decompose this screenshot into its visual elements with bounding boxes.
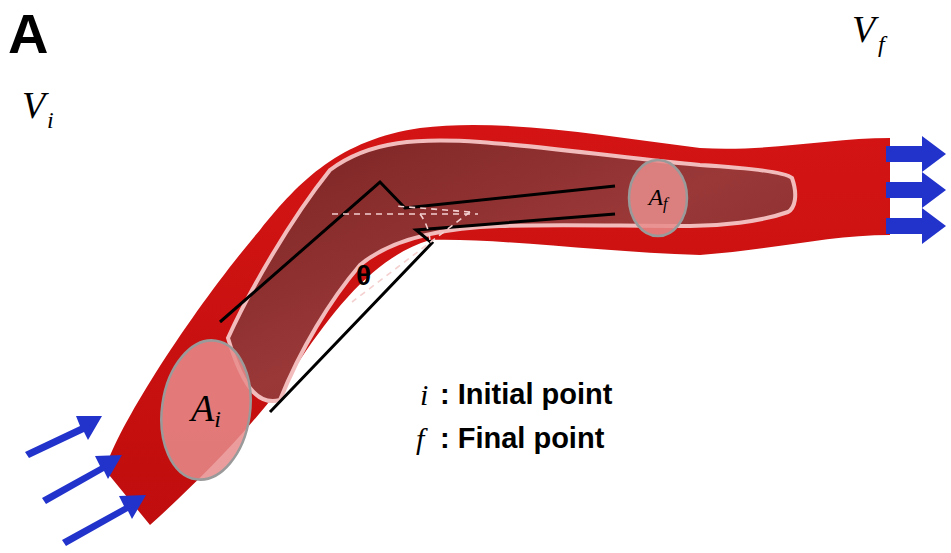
plaque — [228, 140, 795, 401]
area-letter: A — [191, 387, 214, 429]
vessel-wall — [105, 125, 890, 525]
velocity-subscript: i — [47, 108, 54, 132]
flow-arrows-out — [886, 136, 946, 244]
legend-note: : Initial point — [440, 380, 612, 409]
area-subscript: f — [663, 195, 667, 212]
legend-note: : Final point — [440, 424, 604, 453]
flow-outline — [220, 182, 615, 322]
velocity-symbol: V — [22, 86, 45, 124]
area-letter: A — [648, 184, 663, 210]
angle-lines — [332, 206, 478, 302]
legend-symbol: f — [416, 424, 424, 454]
flow-arrows-in — [25, 416, 146, 546]
velocity-subscript: f — [878, 32, 885, 56]
angle-symbol: θ — [356, 262, 371, 290]
velocity-symbol: V — [852, 10, 875, 48]
cross-section-final: Af — [627, 158, 689, 238]
legend-symbol: i — [420, 380, 428, 410]
area-symbol: Ai — [191, 389, 221, 431]
flow-outline — [270, 214, 615, 412]
area-subscript: i — [214, 406, 221, 432]
cross-section-initial: Ai — [160, 338, 252, 482]
panel-letter: A — [8, 6, 48, 62]
area-symbol: Af — [648, 185, 667, 212]
